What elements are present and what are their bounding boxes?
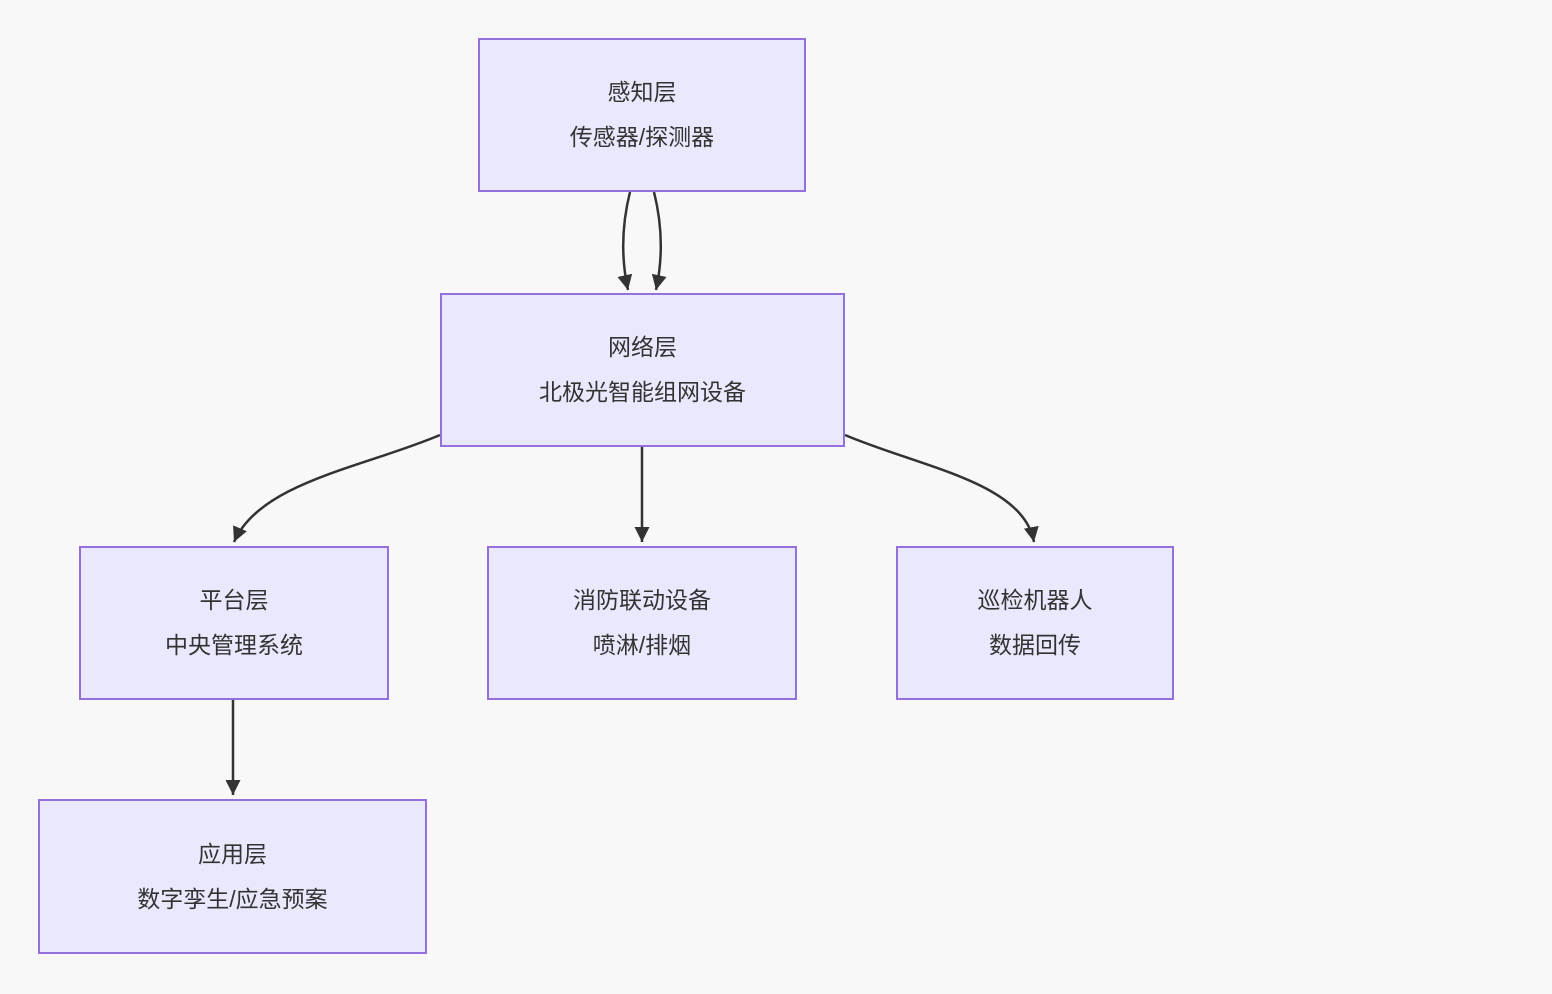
node-perception-layer: 感知层 传感器/探测器 xyxy=(478,38,806,192)
node-application-layer: 应用层 数字孪生/应急预案 xyxy=(38,799,427,954)
node-subtitle: 数据回传 xyxy=(989,632,1081,658)
node-title: 应用层 xyxy=(198,840,267,867)
node-subtitle: 喷淋/排烟 xyxy=(592,632,692,658)
node-subtitle: 传感器/探测器 xyxy=(569,124,715,150)
edge-perception-to-network-2 xyxy=(651,191,667,291)
node-network-layer: 网络层 北极光智能组网设备 xyxy=(440,293,845,447)
edge-network-to-robot xyxy=(844,433,1039,543)
node-subtitle: 数字孪生/应急预案 xyxy=(137,885,328,912)
node-title: 巡检机器人 xyxy=(977,587,1093,613)
edge-network-to-platform xyxy=(232,433,441,543)
node-fire-linkage-equipment: 消防联动设备 喷淋/排烟 xyxy=(487,546,797,700)
node-title: 消防联动设备 xyxy=(573,587,711,613)
node-subtitle: 中央管理系统 xyxy=(165,632,303,658)
node-title: 网络层 xyxy=(608,334,677,360)
node-subtitle: 北极光智能组网设备 xyxy=(539,379,746,405)
edge-perception-to-network-1 xyxy=(617,191,633,291)
node-platform-layer: 平台层 中央管理系统 xyxy=(79,546,389,700)
node-inspection-robot: 巡检机器人 数据回传 xyxy=(896,546,1174,700)
node-title: 平台层 xyxy=(199,587,269,613)
node-title: 感知层 xyxy=(607,79,677,105)
